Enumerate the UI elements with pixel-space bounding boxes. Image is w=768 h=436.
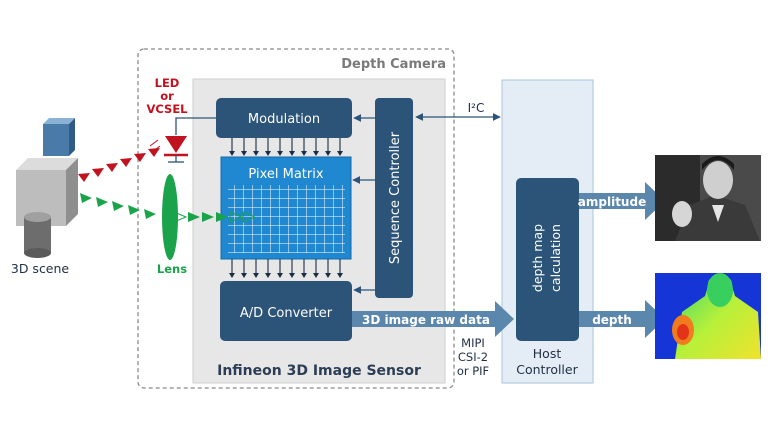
lens-label: Lens	[157, 262, 187, 276]
depth-map-label-line2: calculation	[548, 224, 563, 292]
depth-camera-title: Depth Camera	[341, 57, 446, 72]
emitter-label-line3: VCSEL	[146, 102, 188, 116]
depth-map-block	[516, 178, 579, 341]
depth-image	[655, 273, 761, 359]
reflected-light-beam	[80, 193, 257, 223]
amplitude-image	[655, 155, 761, 241]
modulation-block	[216, 98, 352, 138]
ad-converter-block	[220, 281, 352, 341]
modulation-label: Modulation	[248, 112, 320, 127]
host-label-line1: Host	[533, 346, 562, 361]
scene-label: 3D scene	[11, 261, 70, 276]
sequence-controller-block	[375, 98, 413, 298]
ad-converter-label: A/D Converter	[240, 306, 333, 321]
i2c-label: I²C	[468, 101, 485, 115]
amplitude-label: amplitude	[578, 195, 646, 209]
interface-label-line2: CSI-2	[458, 350, 488, 364]
modulation-arrows	[229, 138, 343, 156]
host-label-line2: Controller	[516, 362, 578, 377]
emitter-label-line2: or	[160, 89, 174, 103]
emitted-light-beam	[78, 148, 160, 182]
sequence-controller-label: Sequence Controller	[388, 131, 403, 264]
pixel-matrix-label: Pixel Matrix	[248, 167, 323, 182]
3d-scene-icon	[16, 118, 78, 258]
amplitude-arrow	[579, 182, 665, 220]
raw-data-arrow	[352, 301, 514, 337]
interface-label-line1: MIPI	[461, 336, 485, 350]
depth-arrow	[579, 300, 665, 338]
raw-data-label: 3D image raw data	[362, 313, 490, 327]
lens-icon	[162, 174, 178, 260]
depth-map-label-line1: depth map	[530, 224, 545, 292]
pixel-grid	[228, 185, 345, 253]
emitter-label-line1: LED	[155, 76, 180, 90]
pixel-to-adc-arrows	[229, 259, 343, 278]
modulation-to-emitter-line	[175, 117, 216, 135]
depth-camera-boundary	[137, 48, 455, 389]
depth-label: depth	[592, 313, 632, 327]
interface-label-line3: or PIF	[457, 364, 489, 378]
sensor-label: Infineon 3D Image Sensor	[217, 363, 421, 379]
